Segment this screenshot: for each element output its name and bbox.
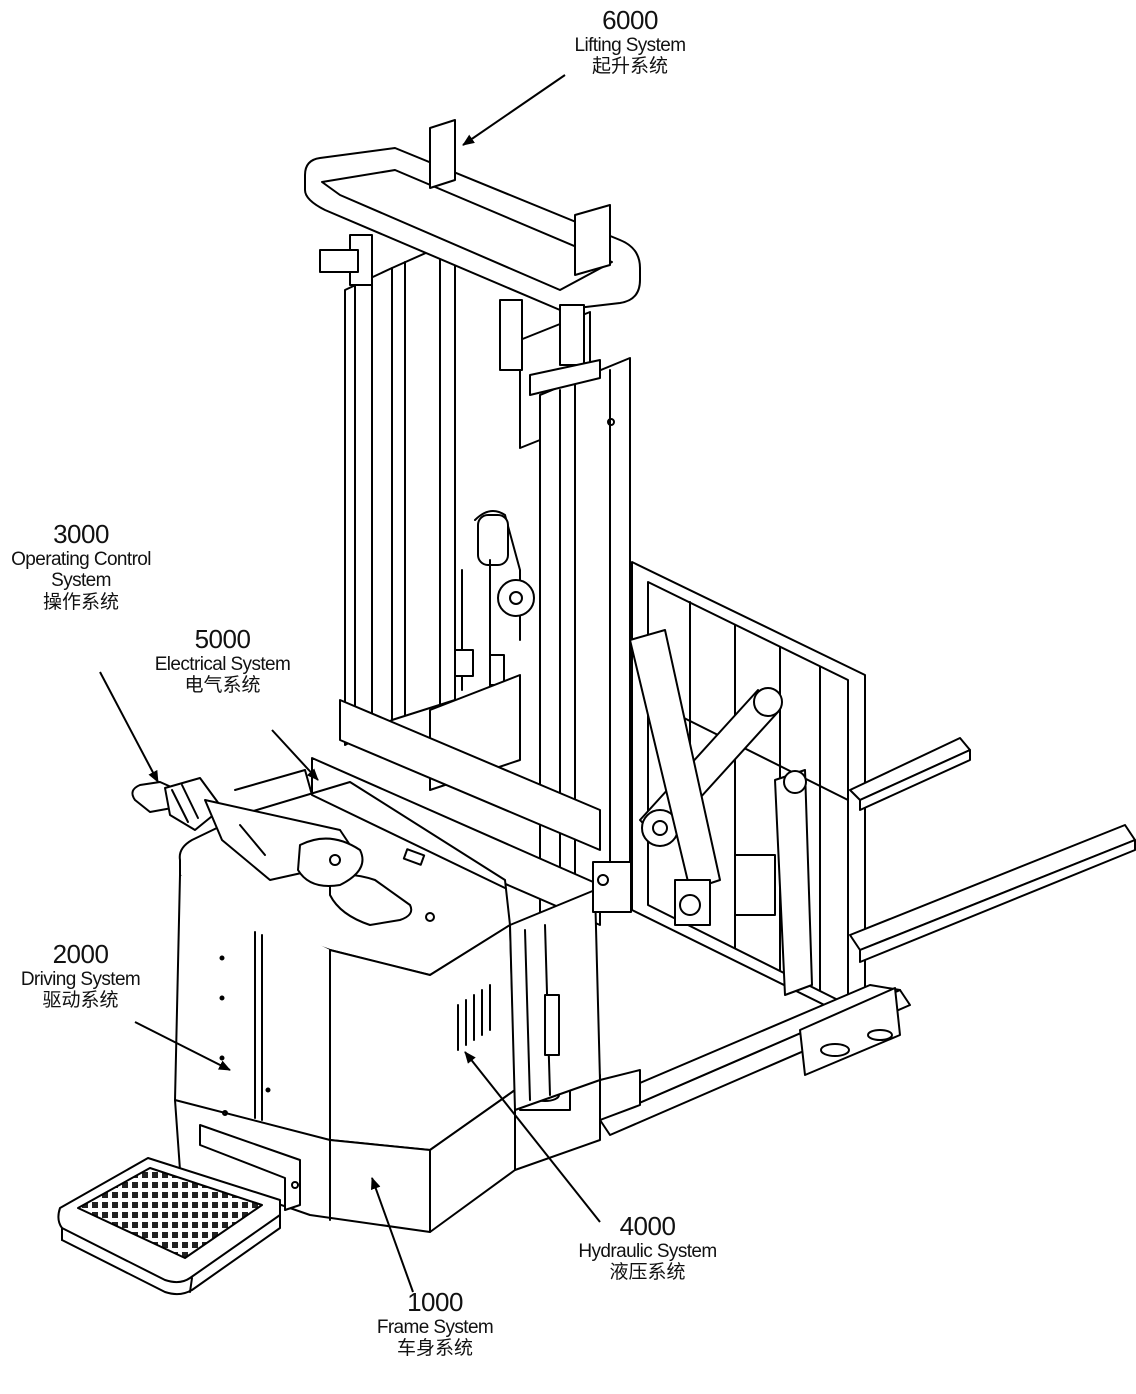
forks [599,737,1136,1136]
arrow-lifting [462,74,566,146]
arrow-electrical [271,729,319,781]
callout-lifting-system: 6000 Lifting System 起升系统 [545,5,715,78]
callout-number: 3000 [53,519,109,549]
callout-number: 2000 [52,939,109,969]
callout-electrical-system: 5000 Electrical System 电气系统 [135,624,310,697]
leader-arrows [99,74,601,1293]
mast-base [509,861,632,1111]
callout-driving-system: 2000 Driving System 驱动系统 [8,939,153,1012]
control-handle [131,777,364,887]
scissor-links [629,629,813,996]
callout-name-en: Electrical System [154,654,291,676]
callout-name-en: Lifting System [574,35,687,57]
callout-name-cn: 电气系统 [184,674,261,697]
callout-number: 5000 [194,624,251,654]
carriage-crossbar [311,699,601,926]
arrow-hydraulic [464,1051,601,1223]
callout-number: 1000 [407,1287,463,1317]
callout-name-cn: 起升系统 [591,55,668,78]
callout-name-cn: 车身系统 [396,1337,473,1360]
callout-name-en: Driving System [20,969,141,991]
callout-name-en: Operating Control System [11,549,151,592]
callout-hydraulic-system: 4000 Hydraulic System 液压系统 [560,1211,735,1284]
callout-number: 6000 [602,5,658,35]
mast-crosshead [304,119,641,396]
arrow-frame [371,1177,414,1293]
callout-name-cn: 操作系统 [42,590,119,613]
callout-frame-system: 1000 Frame System 车身系统 [360,1287,510,1360]
callout-name-cn: 液压系统 [609,1261,686,1284]
callout-name-en: Frame System [376,1317,494,1339]
step-platform [57,1124,301,1296]
callout-number: 4000 [619,1211,676,1241]
arrow-driving [134,1021,231,1071]
callout-name-cn: 驱动系统 [42,989,119,1012]
truck-body [174,769,601,1233]
arrow-operating [99,671,159,783]
callout-operating-control-system: 3000 Operating Control System 操作系统 [6,519,156,613]
callout-name-en: Hydraulic System [578,1241,717,1263]
